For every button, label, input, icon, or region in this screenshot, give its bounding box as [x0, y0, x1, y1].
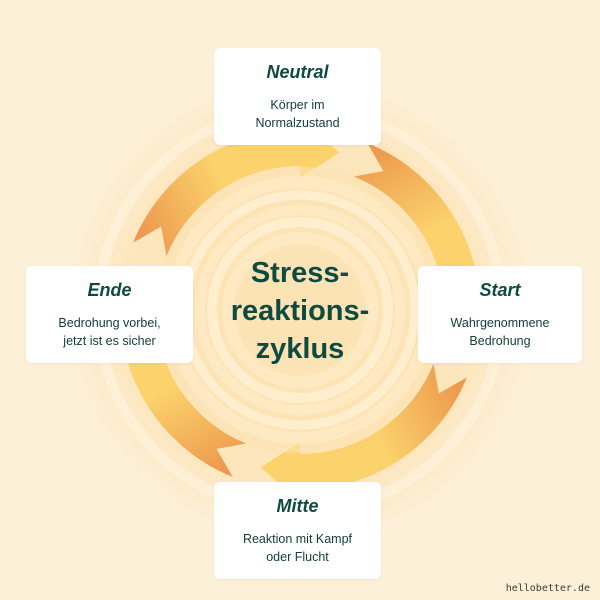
stage-title: Start: [479, 280, 521, 300]
stage-card-neutral: Neutral Körper im Normalzustand: [214, 48, 381, 145]
stage-desc-line-1: Reaktion mit Kampf: [242, 532, 353, 546]
stage-card-ende: Ende Bedrohung vorbei, jetzt ist es sich…: [26, 266, 193, 363]
center-title-line-3: zyklus: [255, 333, 345, 365]
stage-card-start: Start Wahrgenommene Bedrohung: [418, 266, 582, 363]
stage-desc-line-2: oder Flucht: [266, 550, 329, 564]
stage-desc-line-1: Körper im: [270, 98, 325, 112]
inner-ring-2: [207, 217, 393, 403]
cycle-arrow-start-to-mitte: [260, 363, 467, 502]
inner-disc: [157, 167, 443, 453]
source-credit: hellobetter.de: [505, 583, 590, 594]
stage-card-mitte: Mitte Reaktion mit Kampf oder Flucht: [214, 482, 381, 579]
stage-desc-line-2: jetzt ist es sicher: [63, 334, 156, 348]
stage-title: Ende: [87, 280, 132, 300]
stage-title: Neutral: [266, 62, 329, 82]
center-title-line-1: Stress-: [250, 257, 350, 289]
stage-desc-line-2: Normalzustand: [255, 116, 340, 130]
center-title: Stress- reaktions- zyklus: [200, 254, 400, 368]
stage-desc-line-1: Wahrgenommene: [450, 316, 550, 330]
center-title-line-2: reaktions-: [230, 295, 370, 327]
stage-title: Mitte: [276, 496, 319, 516]
cycle-arrow-ende-to-neutral: [133, 118, 340, 257]
stage-desc-line-1: Bedrohung vorbei,: [58, 316, 161, 330]
stage-desc-line-2: Bedrohung: [469, 334, 531, 348]
